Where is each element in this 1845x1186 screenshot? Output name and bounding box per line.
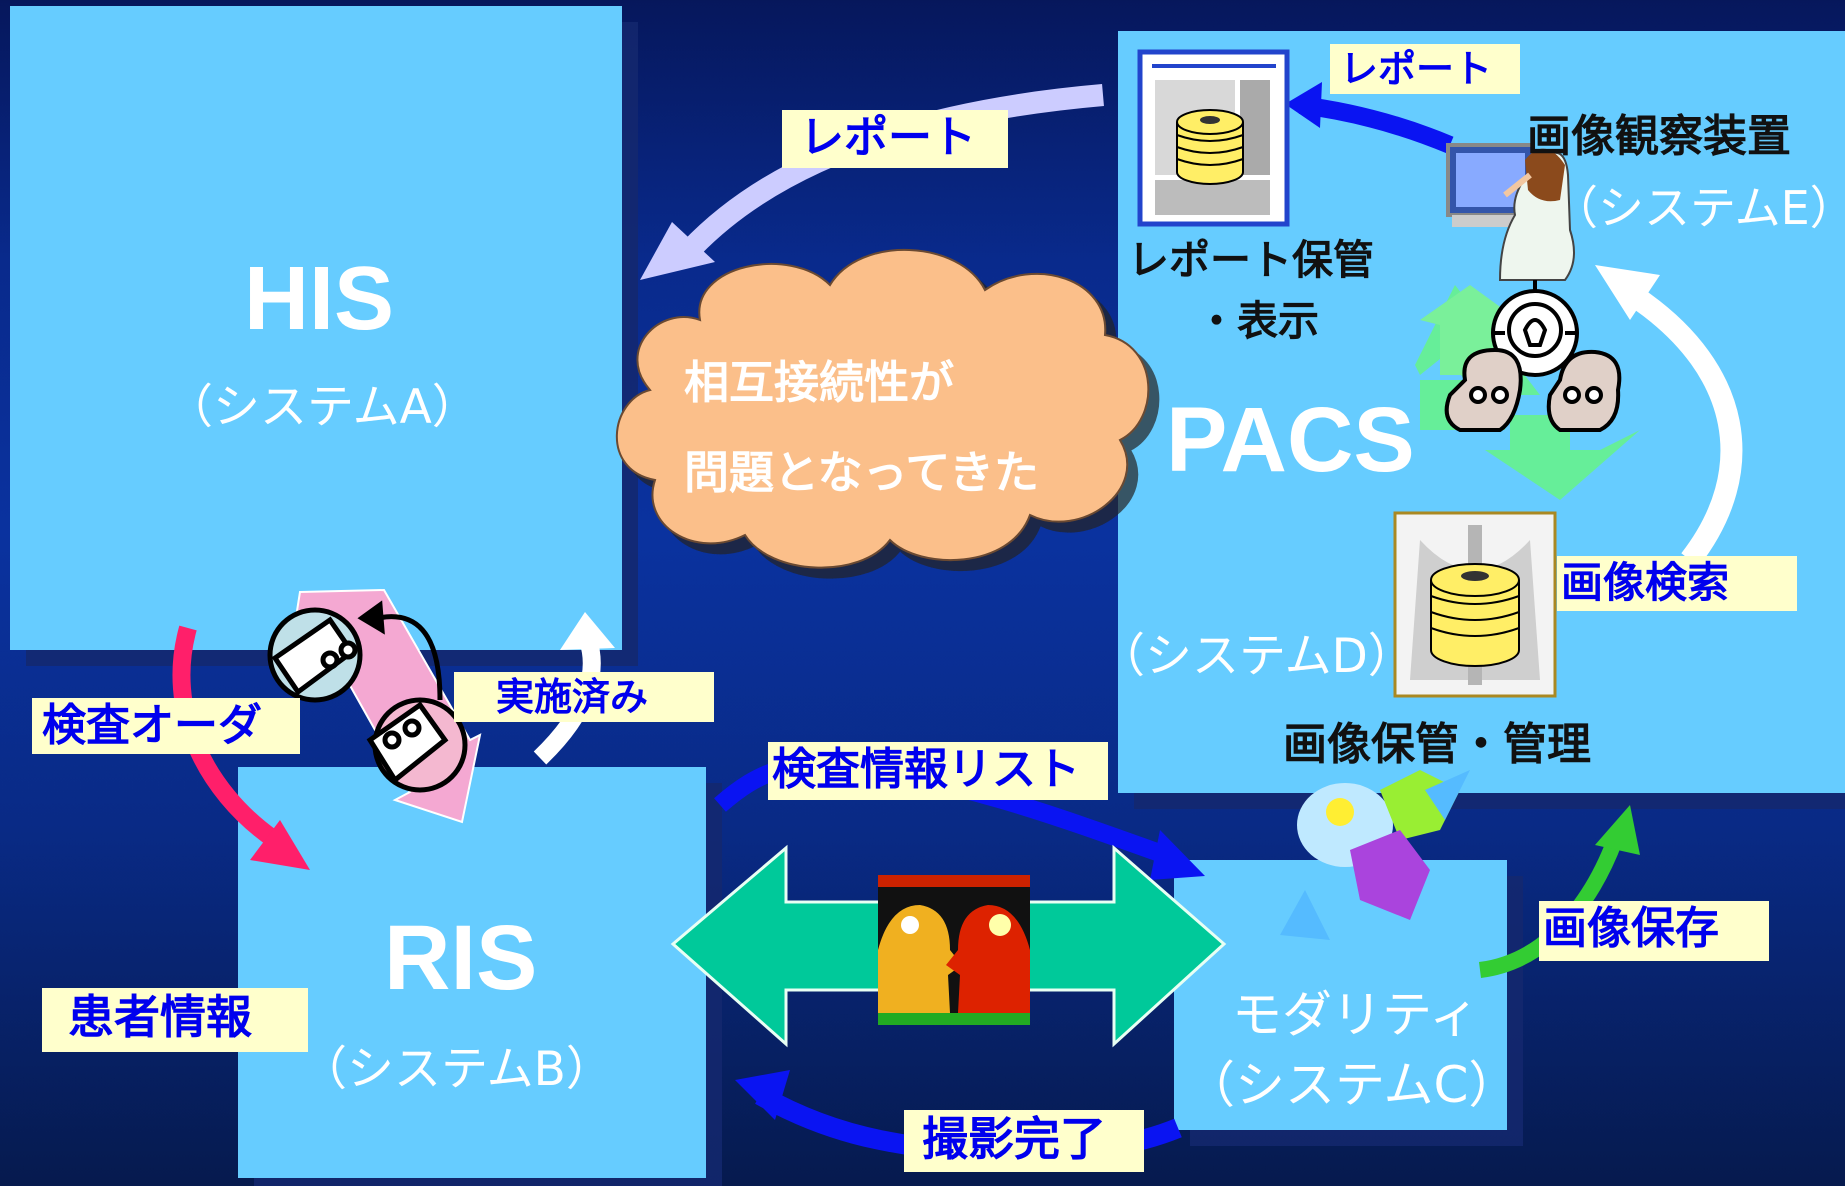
modality-name: モダリティ xyxy=(1232,986,1479,1044)
modality-system-label: （システムC） xyxy=(1185,1056,1519,1114)
his-system-label: （システムA） xyxy=(166,380,479,435)
image-search-arrow xyxy=(1595,265,1743,567)
report-top-arrow xyxy=(1285,82,1454,154)
shot-done-label: 撮影完了 xyxy=(904,1110,1144,1172)
teamwork-icon xyxy=(1444,280,1622,432)
ris-box xyxy=(238,767,706,1178)
ris-name: RIS xyxy=(384,907,538,1009)
cloud-line-1: 相互接続性が xyxy=(684,356,955,409)
report-to-his-label: レポート xyxy=(782,110,1008,168)
image-search-label: 画像検索 xyxy=(1557,556,1797,611)
discussion-icon xyxy=(878,875,1030,1025)
his-name: HIS xyxy=(244,249,395,349)
patient-info-label: 患者情報 xyxy=(42,988,308,1052)
pacs-name: PACS xyxy=(1166,389,1415,491)
done-label: 実施済み xyxy=(454,672,714,722)
image-save-label: 画像保存 xyxy=(1539,901,1769,961)
his-box xyxy=(10,6,622,650)
viewer-system-label: （システムE） xyxy=(1552,181,1845,235)
report-store-label: レポート保管 xyxy=(1128,236,1374,284)
pacs-system-label: （システムD） xyxy=(1098,629,1415,684)
data-exchange-icon xyxy=(267,600,468,793)
exam-list-label: 検査情報リスト xyxy=(768,742,1108,800)
image-store-label: 画像保管・管理 xyxy=(1283,719,1591,770)
cloud-text: 相互接続性が 問題となってきた xyxy=(684,338,1039,518)
ris-system-label: （システムB） xyxy=(300,1042,613,1097)
image-storage-icon xyxy=(1393,511,1557,698)
exam-order-label: 検査オーダ xyxy=(32,698,300,754)
puzzle-icon xyxy=(1280,770,1470,940)
report-top-label: レポート xyxy=(1330,44,1520,94)
film-storage-icon xyxy=(1137,49,1290,227)
modality-box xyxy=(1174,860,1507,1130)
report-display-label: ・表示 xyxy=(1196,297,1319,345)
viewer-label: 画像観察装置 xyxy=(1527,111,1791,162)
cloud-shape xyxy=(615,248,1150,569)
radiologist-icon xyxy=(1446,143,1575,281)
cloud-line-2: 問題となってきた xyxy=(684,446,1040,499)
